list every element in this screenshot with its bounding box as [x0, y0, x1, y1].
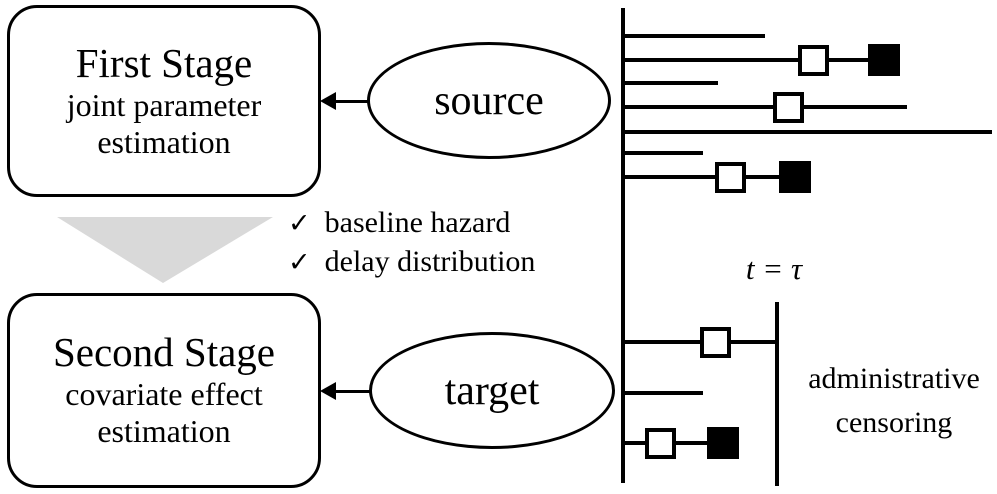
- timeline-row-line-source: [623, 151, 703, 155]
- timeline-row-line-source: [623, 81, 718, 85]
- timeline-row-line-source: [623, 105, 907, 109]
- timeline-row-line-source: [623, 175, 779, 179]
- first-stage-subtitle-line1: joint parameter: [66, 86, 262, 123]
- source-label: source: [434, 77, 544, 124]
- source-ellipse: source: [367, 42, 611, 159]
- triangle-shape: [57, 217, 273, 283]
- source-arrow-line: [334, 100, 368, 103]
- target-arrow-head-icon: [320, 382, 336, 400]
- timeline-row-line-target: [623, 391, 703, 395]
- open-square-marker: [715, 162, 746, 193]
- second-stage-subtitle-line1: covariate effect: [65, 376, 263, 413]
- second-stage-title: Second Stage: [52, 329, 276, 376]
- stage-flow-triangle: [57, 217, 273, 283]
- open-square-marker: [700, 327, 731, 358]
- second-stage-box: Second Stage covariate effect estimation: [7, 293, 321, 488]
- open-square-marker: [773, 92, 804, 123]
- administrative-censoring-line: [775, 302, 779, 486]
- timeline-row-line-source: [623, 58, 868, 62]
- timeline-row-line-source: [623, 34, 765, 38]
- censoring-time-label: t = τ: [745, 251, 803, 286]
- target-label: target: [444, 367, 540, 414]
- first-stage-subtitle-line2: estimation: [97, 123, 231, 160]
- timeline-row-line-source: [623, 130, 992, 134]
- checklist-item-label: baseline hazard: [324, 206, 511, 239]
- checklist-item-delay-distribution: ✓ delay distribution: [288, 245, 535, 280]
- checkmark-icon: ✓: [288, 208, 311, 239]
- target-ellipse: target: [369, 332, 615, 449]
- filled-square-marker: [707, 427, 739, 459]
- source-arrow-head-icon: [320, 92, 336, 110]
- checklist-item-baseline-hazard: ✓ baseline hazard: [288, 206, 535, 241]
- timeline-axis: [621, 8, 625, 483]
- checkmark-icon: ✓: [288, 247, 311, 278]
- filled-square-marker: [779, 161, 811, 193]
- administrative-censoring-line2: censoring: [835, 406, 953, 439]
- filled-square-marker: [868, 44, 900, 76]
- first-stage-box: First Stage joint parameter estimation: [7, 5, 321, 197]
- open-square-marker: [645, 428, 676, 459]
- first-stage-output-checklist: ✓ baseline hazard ✓ delay distribution: [288, 206, 535, 280]
- administrative-censoring-line1: administrative: [808, 362, 980, 395]
- first-stage-title: First Stage: [75, 39, 253, 86]
- second-stage-subtitle-line2: estimation: [97, 413, 231, 450]
- checklist-item-label: delay distribution: [324, 245, 536, 278]
- open-square-marker: [798, 45, 829, 76]
- administrative-censoring-label: administrative censoring: [793, 357, 995, 445]
- target-arrow-line: [334, 390, 370, 393]
